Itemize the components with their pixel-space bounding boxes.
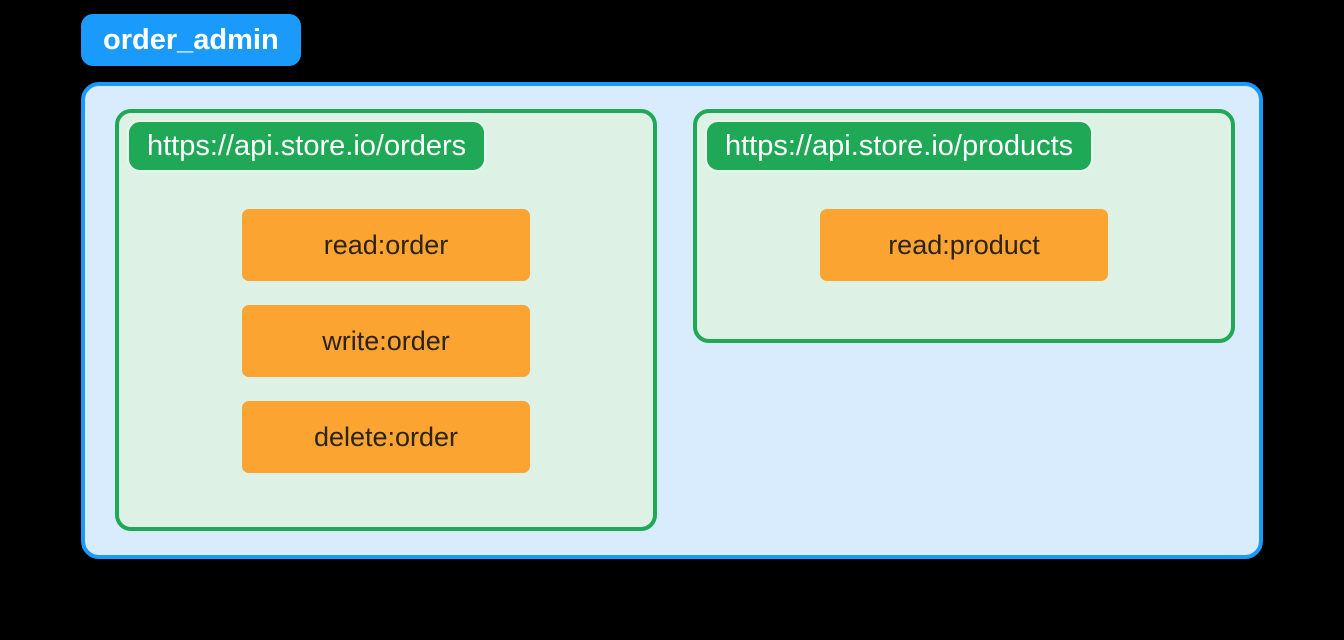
resource-header-products[interactable]: https://api.store.io/products: [705, 120, 1094, 172]
audience-title-label: order_admin: [103, 23, 279, 56]
scope-chip[interactable]: write:order: [242, 305, 530, 377]
audience-container: https://api.store.io/orders read:order w…: [81, 82, 1263, 559]
scope-label: delete:order: [313, 421, 459, 452]
scope-chip[interactable]: read:product: [820, 209, 1108, 281]
resource-header-orders[interactable]: https://api.store.io/orders: [127, 120, 487, 172]
scope-label: write:order: [322, 325, 450, 356]
scope-list-orders: read:order write:order delete:order: [119, 209, 653, 473]
resource-url-label: https://api.store.io/orders: [147, 129, 467, 162]
resource-panel-orders[interactable]: https://api.store.io/orders read:order w…: [115, 109, 657, 531]
scope-list-products: read:product: [697, 209, 1231, 281]
scope-chip[interactable]: delete:order: [242, 401, 530, 473]
resource-panel-products[interactable]: https://api.store.io/products read:produ…: [693, 109, 1235, 343]
scope-label: read:order: [323, 229, 449, 260]
scope-label: read:product: [888, 229, 1040, 260]
audience-title-badge[interactable]: order_admin: [81, 14, 301, 66]
scope-chip[interactable]: read:order: [242, 209, 530, 281]
resource-url-label: https://api.store.io/products: [725, 129, 1074, 162]
